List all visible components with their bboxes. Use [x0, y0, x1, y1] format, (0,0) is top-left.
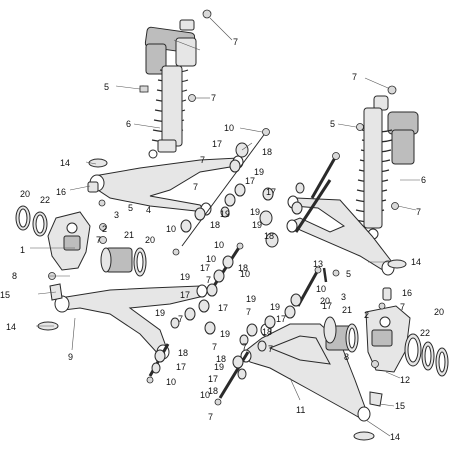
callout-10: 10: [200, 390, 210, 400]
callout-9: 9: [68, 352, 73, 362]
callout-14: 14: [60, 158, 70, 168]
callout-7: 7: [400, 302, 405, 312]
callout-7: 7: [246, 307, 251, 317]
callout-16: 16: [56, 187, 66, 197]
callout-10: 10: [224, 123, 234, 133]
callout-7: 7: [178, 314, 183, 324]
hardware-bolts-bushings: [146, 128, 340, 406]
callout-22: 22: [40, 195, 50, 205]
callout-17: 17: [212, 139, 222, 149]
callout-5: 5: [128, 203, 133, 213]
callout-19: 19: [250, 207, 260, 217]
callout-7: 7: [416, 207, 421, 217]
callout-7: 7: [200, 155, 205, 165]
callout-7: 7: [193, 182, 198, 192]
callout-19: 19: [252, 220, 262, 230]
right-upper-a-arm: [286, 195, 395, 276]
callout-7: 7: [352, 72, 357, 82]
callout-22: 22: [420, 328, 430, 338]
callout-18: 18: [216, 354, 226, 364]
callout-14: 14: [390, 432, 400, 442]
callout-17: 17: [176, 362, 186, 372]
callout-19: 19: [214, 362, 224, 372]
callout-20: 20: [320, 296, 330, 306]
callout-2: 2: [364, 310, 369, 320]
callout-10: 10: [206, 254, 216, 264]
left-spindle-knuckle: [15, 158, 108, 331]
callout-10: 10: [316, 284, 326, 294]
callout-4: 4: [146, 205, 151, 215]
callout-7: 7: [233, 37, 238, 47]
callout-18: 18: [262, 147, 272, 157]
callout-20: 20: [20, 189, 30, 199]
callout-19: 19: [155, 308, 165, 318]
callout-8: 8: [12, 271, 17, 281]
callout-19: 19: [220, 329, 230, 339]
callout-10: 10: [166, 224, 176, 234]
callout-1: 1: [20, 245, 25, 255]
callout-3: 3: [341, 292, 346, 302]
callout-5: 5: [346, 269, 351, 279]
callout-17: 17: [322, 301, 332, 311]
callout-19: 19: [270, 302, 280, 312]
left-hub-bearing: [100, 247, 147, 277]
callout-6: 6: [421, 175, 426, 185]
callout-10: 10: [240, 269, 250, 279]
callout-18: 18: [210, 220, 220, 230]
callout-18: 18: [208, 386, 218, 396]
callout-6: 6: [126, 119, 131, 129]
callout-16: 16: [402, 288, 412, 298]
callout-5: 5: [104, 82, 109, 92]
callout-17: 17: [266, 187, 276, 197]
callout-11: 11: [296, 405, 305, 415]
callout-10: 10: [214, 240, 224, 250]
callout-14: 14: [6, 322, 16, 332]
callout-17: 17: [200, 263, 210, 273]
callout-2: 2: [102, 224, 107, 234]
callout-8: 8: [344, 352, 349, 362]
callout-12: 12: [400, 375, 410, 385]
leader-lines: [30, 17, 420, 437]
callout-18: 18: [238, 263, 248, 273]
callout-21: 21: [342, 305, 352, 315]
callout-17: 17: [245, 176, 255, 186]
callout-labels: 7 5 7 6 7 7 5 6 7 10 17 18 19 17 7 14 16…: [0, 37, 444, 442]
callout-3: 3: [114, 210, 119, 220]
callout-18: 18: [178, 348, 188, 358]
callout-17: 17: [180, 290, 190, 300]
callout-19: 19: [246, 294, 256, 304]
right-shock-absorber: [355, 85, 419, 240]
callout-18: 18: [262, 327, 272, 337]
left-shock-absorber: [139, 9, 212, 159]
callout-7: 7: [211, 93, 216, 103]
callout-20: 20: [434, 307, 444, 317]
callout-7: 7: [242, 342, 247, 352]
callout-19: 19: [180, 272, 190, 282]
callout-7: 7: [208, 412, 213, 422]
callout-7: 7: [96, 235, 101, 245]
callout-10: 10: [166, 377, 176, 387]
callout-18: 18: [264, 231, 274, 241]
callout-20: 20: [145, 235, 155, 245]
callout-14: 14: [411, 257, 421, 267]
callout-17: 17: [276, 314, 286, 324]
callout-17: 17: [208, 374, 218, 384]
callout-5: 5: [330, 119, 335, 129]
callout-7: 7: [268, 344, 273, 354]
callout-19: 19: [220, 209, 230, 219]
callout-7: 7: [206, 275, 211, 285]
right-spindle-knuckle: [323, 259, 449, 441]
callout-15: 15: [0, 290, 10, 300]
callout-21: 21: [124, 230, 134, 240]
callout-19: 19: [254, 167, 264, 177]
callout-13: 13: [313, 259, 323, 269]
callout-17: 17: [218, 303, 228, 313]
left-upper-a-arm: [89, 155, 244, 216]
callout-7: 7: [212, 342, 217, 352]
callout-15: 15: [395, 401, 405, 411]
